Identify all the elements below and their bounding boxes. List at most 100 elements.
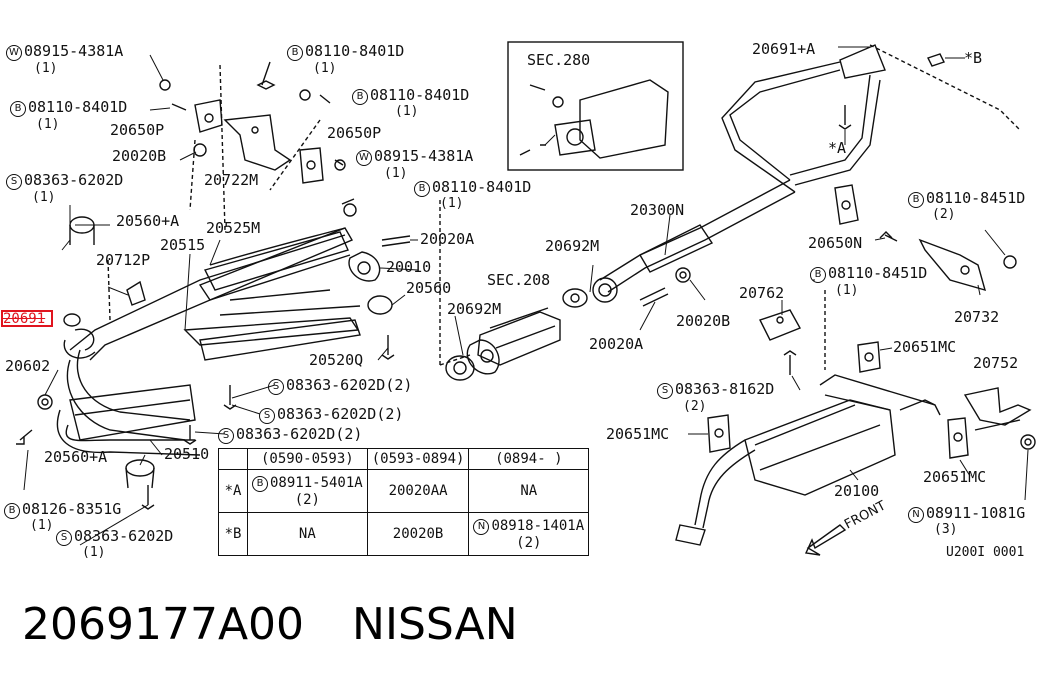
table-cell[interactable]: 20020B — [366, 512, 470, 556]
bolts-top[interactable] — [159, 61, 357, 217]
label-star-b[interactable]: *B — [964, 49, 983, 67]
label-20020B-mid[interactable]: 20020B — [676, 312, 731, 330]
gasket-20691[interactable] — [63, 313, 81, 327]
label-20510[interactable]: 20510 — [164, 445, 210, 463]
stud-20020A-top[interactable] — [381, 235, 411, 247]
bolts-mid[interactable] — [183, 335, 395, 445]
bracket-20752[interactable] — [963, 387, 1032, 431]
nut-right[interactable] — [1003, 255, 1017, 269]
label-20722M[interactable]: 20722M — [204, 171, 259, 189]
label-20020A-top[interactable]: 20020A — [420, 230, 475, 248]
label-20525M[interactable]: 20525M — [206, 219, 261, 237]
label-20602[interactable]: 20602 — [5, 357, 51, 375]
nut-20020B-mid[interactable] — [675, 267, 691, 283]
part-code: 08918-1401A — [491, 517, 585, 534]
label-20010[interactable]: 20010 — [386, 258, 432, 276]
label-20712P[interactable]: 20712P — [96, 251, 151, 269]
heat-shield-20520Q[interactable] — [199, 319, 361, 361]
label-20651MC-a[interactable]: 20651MC — [893, 338, 957, 356]
stud-20020A-mid[interactable] — [639, 287, 669, 307]
label-20560A-top[interactable]: 20560+A — [116, 212, 180, 230]
bracket-20712P[interactable] — [126, 280, 146, 306]
label-20692M-b[interactable]: 20692M — [447, 300, 502, 318]
label-sec280[interactable]: SEC.280 — [527, 51, 591, 69]
label-20651MC-b[interactable]: 20651MC — [606, 425, 670, 443]
clamp-20560A-top[interactable] — [69, 216, 95, 245]
bolt-mark-icon: B — [352, 89, 368, 105]
center-pipe-20300N[interactable] — [592, 44, 886, 303]
nut-20602[interactable] — [37, 394, 53, 410]
label-20020B-left[interactable]: 20020B — [112, 147, 167, 165]
label-20650P-a[interactable]: 20650P — [110, 121, 165, 139]
quantity: (3) — [934, 522, 958, 537]
washer-mark-icon: W — [356, 150, 372, 166]
clamp-20560[interactable] — [367, 295, 393, 315]
label-20650P-b[interactable]: 20650P — [327, 124, 382, 142]
mount-20650N[interactable] — [834, 184, 859, 225]
clamp-20560A-low[interactable] — [125, 459, 155, 489]
heat-shield-20525M[interactable] — [203, 227, 349, 291]
mount-20651MC-a[interactable] — [857, 341, 881, 373]
bracket-20722M[interactable] — [223, 114, 292, 171]
catalytic-converter[interactable] — [466, 307, 561, 375]
bolt-star-a[interactable] — [838, 105, 852, 130]
label-20651MC-c[interactable]: 20651MC — [923, 468, 987, 486]
label-sec208[interactable]: SEC.208 — [487, 271, 551, 289]
sec280-inset[interactable] — [507, 41, 684, 171]
gasket-20692M-a[interactable] — [562, 288, 588, 308]
bolt-08110-8451D[interactable] — [879, 231, 898, 242]
label-20752[interactable]: 20752 — [973, 354, 1019, 372]
part-code: 08110-8451D — [828, 264, 928, 282]
label-20515[interactable]: 20515 — [160, 236, 206, 254]
bolt-08363-8162D[interactable] — [783, 350, 797, 375]
label-20100[interactable]: 20100 — [834, 482, 880, 500]
highlighted-part-label[interactable]: 20691 — [3, 311, 46, 327]
label-20020A-mid[interactable]: 20020A — [589, 335, 644, 353]
mount-20651MC-b[interactable] — [707, 414, 731, 453]
label-20692M-a[interactable]: 20692M — [545, 237, 600, 255]
nut-08911-1081G[interactable] — [1020, 434, 1036, 450]
heat-shield-20510[interactable] — [69, 384, 196, 441]
bolt-08126-8351G[interactable] — [16, 429, 33, 445]
mount-20650P-a[interactable] — [194, 99, 223, 133]
bolt-bottom-left[interactable] — [141, 485, 155, 510]
label-20762[interactable]: 20762 — [739, 284, 785, 302]
label-20560A-low[interactable]: 20560+A — [44, 448, 108, 466]
label-20691A[interactable]: 20691+A — [752, 40, 816, 58]
gasket-20692M-b[interactable] — [445, 355, 475, 381]
label-20300N[interactable]: 20300N — [630, 201, 685, 219]
mount-20650P-b[interactable] — [299, 147, 324, 184]
bracket-20732[interactable] — [918, 238, 987, 292]
flange-20010[interactable] — [348, 251, 381, 282]
main-muffler-20100[interactable] — [675, 374, 941, 546]
table-cell[interactable]: 20020AA — [366, 469, 470, 513]
mount-20651MC-c[interactable] — [947, 417, 969, 459]
label-20650N[interactable]: 20650N — [808, 234, 863, 252]
label-20560[interactable]: 20560 — [406, 279, 452, 297]
label-20732[interactable]: 20732 — [954, 308, 1000, 326]
label-star-a[interactable]: *A — [828, 139, 847, 157]
nut-star-b[interactable] — [927, 53, 945, 67]
label-20520Q[interactable]: 20520Q — [309, 351, 364, 369]
bracket-20762[interactable] — [759, 309, 801, 341]
front-exhaust-tube[interactable] — [56, 227, 361, 456]
highlighted-part-box[interactable] — [1, 310, 53, 327]
